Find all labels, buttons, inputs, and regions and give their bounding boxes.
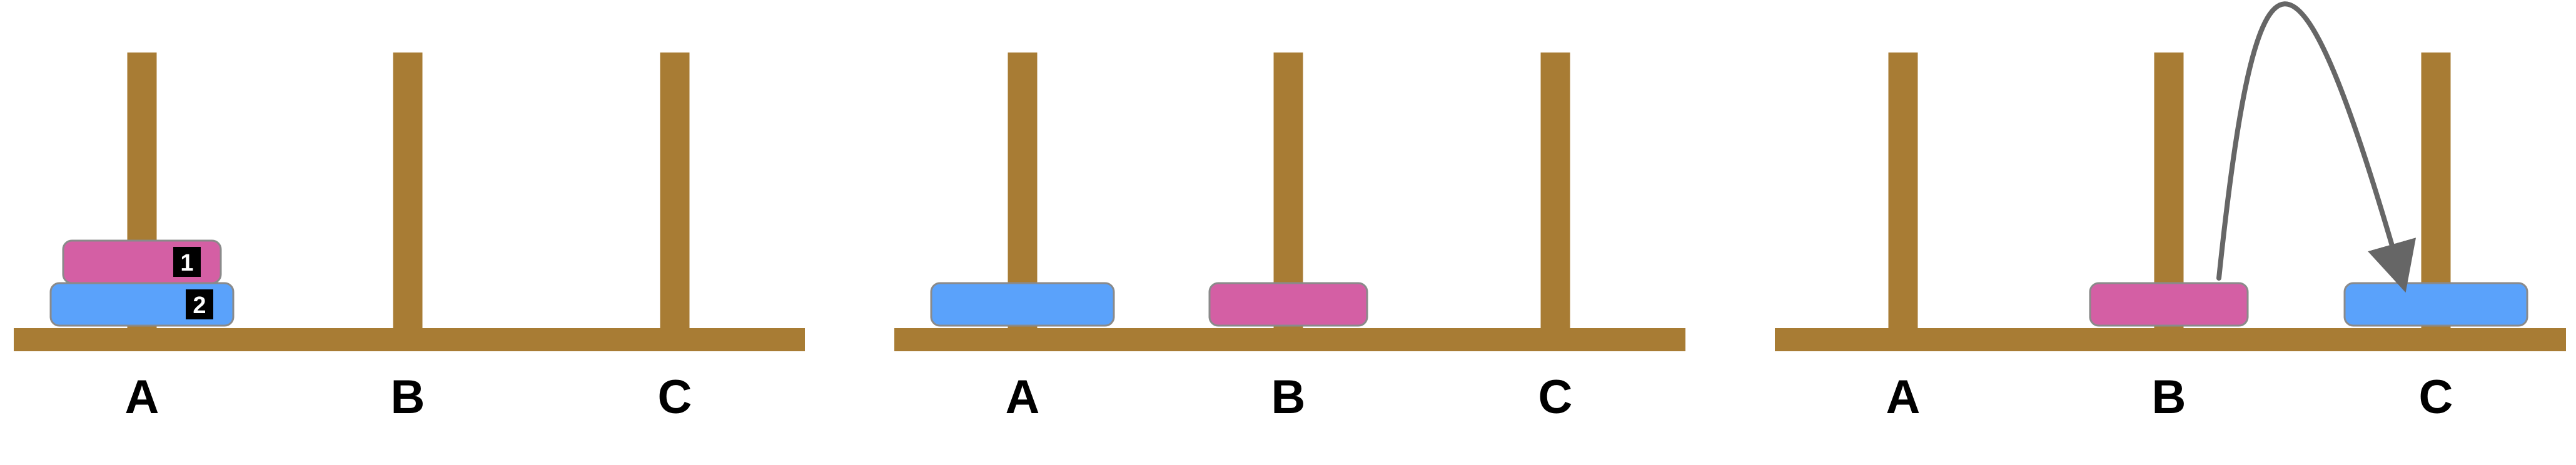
disk-2 bbox=[2343, 282, 2528, 327]
disk-badge bbox=[173, 247, 201, 277]
peg-label: B bbox=[2152, 371, 2186, 424]
disk-1 bbox=[2089, 282, 2249, 327]
peg-label: B bbox=[391, 371, 425, 424]
peg-rod-c bbox=[1540, 52, 1570, 329]
disk-2 bbox=[930, 282, 1115, 327]
peg-label: C bbox=[2419, 371, 2453, 424]
disk-1 bbox=[1208, 282, 1368, 327]
disk-badge-number: 1 bbox=[180, 250, 193, 276]
peg-rod-b bbox=[393, 52, 423, 329]
peg-base bbox=[894, 328, 1685, 351]
peg-rod-c bbox=[660, 52, 690, 329]
peg-base bbox=[14, 328, 805, 351]
peg-base bbox=[1775, 328, 2566, 351]
peg-label: C bbox=[658, 371, 692, 424]
peg-label: A bbox=[1006, 371, 1040, 424]
disk-badge-number: 2 bbox=[193, 292, 206, 319]
disk-badge bbox=[186, 289, 213, 319]
peg-label: C bbox=[1538, 371, 1573, 424]
peg-label: A bbox=[1886, 371, 1921, 424]
peg-label: A bbox=[125, 371, 159, 424]
peg-label: B bbox=[1271, 371, 1306, 424]
peg-rod-a bbox=[1888, 52, 1918, 329]
move-arrow bbox=[2216, 1, 2417, 293]
